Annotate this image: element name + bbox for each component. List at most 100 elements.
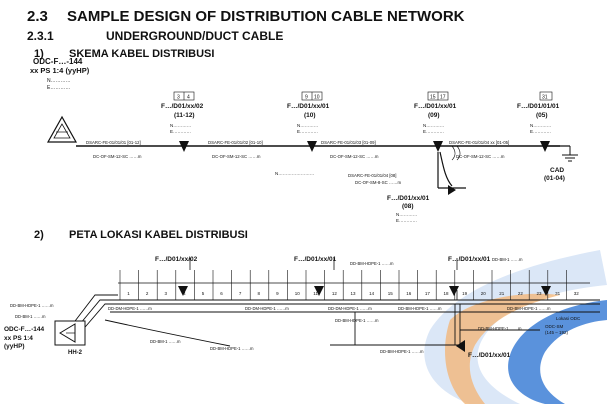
svg-text:E…………: E………… xyxy=(170,129,191,134)
svg-text:DD-BM-HDPE-1 ……m: DD-BM-HDPE-1 ……m xyxy=(398,306,442,311)
map-tap-4 xyxy=(541,286,551,296)
map-hh-label: HH-2 xyxy=(68,350,83,356)
map-tap-2 xyxy=(314,286,324,296)
svg-text:DD-BM-HDPE-1 ……m: DD-BM-HDPE-1 ……m xyxy=(10,303,54,308)
tap-symbol-1 xyxy=(179,141,189,152)
svg-text:E…………: E………… xyxy=(396,218,417,223)
house-number: 17 xyxy=(425,291,431,296)
tap3-name: F…/D01/xx/01 xyxy=(414,103,457,110)
svg-text:DD-BM-1 ……m: DD-BM-1 ……m xyxy=(150,339,181,344)
segment2-top: DSARC-FE-01/01/02 [01-10] xyxy=(208,140,263,145)
cad-sub: (01-04) xyxy=(544,175,565,182)
house-number: 1 xyxy=(127,291,130,296)
branch-tap-symbol xyxy=(448,185,456,195)
map-odc-title: ODC-F…-144 xyxy=(4,326,44,333)
subsection-title: UNDERGROUND/DUCT CABLE xyxy=(106,29,284,43)
house-number: 8 xyxy=(258,291,261,296)
svg-text:N…………: N………… xyxy=(530,123,551,128)
house-number: 9 xyxy=(276,291,279,296)
tap4-sub: (05) xyxy=(536,112,548,119)
tap1-sub: (11-12) xyxy=(174,112,195,119)
branch-node-name: F…/D01/xx/01 xyxy=(387,195,430,202)
svg-text:DD-BM-HDPE-1 ……m: DD-BM-HDPE-1 ……m xyxy=(507,306,551,311)
house-number: 32 xyxy=(574,291,580,296)
map-top-tap-1: F…/D01/xx/02 xyxy=(155,256,198,263)
distribution-schema: ODC-F…-144 xx PS 1:4 (yyHP) N………… E………… … xyxy=(30,57,578,223)
svg-text:N…………: N………… xyxy=(396,212,417,217)
branch-cable-bottom: DC-OF-SM-8-SC ……m xyxy=(355,180,401,185)
odc-sm-sub: (145 – 192) xyxy=(545,330,569,335)
svg-text:DD-BM-HDPE-1 ……m: DD-BM-HDPE-1 ……m xyxy=(478,326,522,331)
tap-symbol-2 xyxy=(307,141,317,152)
mid-n-label: N…………………… xyxy=(275,171,314,176)
house-number: 11 xyxy=(313,291,318,296)
segment3-top: DSARC-FE-01/01/03 [01-09] xyxy=(321,140,376,145)
branch-node-sub: (08) xyxy=(402,203,414,210)
part2-title: PETA LOKASI KABEL DISTRIBUSI xyxy=(69,229,248,241)
section-title: SAMPLE DESIGN OF DISTRIBUTION CABLE NETW… xyxy=(67,8,465,25)
location-map: F…/D01/xx/02 F…/D01/xx/01 F…/D01/xx/01 xyxy=(4,256,600,359)
tap3-port-a: 15 xyxy=(430,95,436,101)
subsection-number: 2.3.1 xyxy=(27,29,54,43)
svg-text:E…………: E………… xyxy=(297,129,318,134)
house-number: 3 xyxy=(165,291,168,296)
svg-text:DD-BM-HDPE-1 ……m: DD-BM-HDPE-1 ……m xyxy=(380,349,424,354)
map-tap-3 xyxy=(449,286,459,296)
tap1-port-a: 3 xyxy=(177,95,180,101)
svg-text:DD-BM-HDPE-1 ……m: DD-BM-HDPE-1 ……m xyxy=(210,346,254,351)
odc-title: ODC-F…-144 xyxy=(33,57,83,66)
house-number: 7 xyxy=(239,291,242,296)
tap-symbol-3 xyxy=(433,141,443,152)
map-bottom-tap xyxy=(456,340,465,352)
branch-cable-top: DSARC-FE-01/01/04 [08] xyxy=(348,173,396,178)
svg-text:DD-BM-1 ……m: DD-BM-1 ……m xyxy=(492,257,523,262)
part1-title: SKEMA KABEL DISTRIBUSI xyxy=(69,48,215,60)
house-number: 6 xyxy=(220,291,223,296)
part1-number: 1) xyxy=(34,48,44,60)
tap3-port-b: 17 xyxy=(440,95,446,101)
svg-text:N…………: N………… xyxy=(297,123,318,128)
svg-text:DD-BM-HDPE-1 ……m: DD-BM-HDPE-1 ……m xyxy=(350,261,394,266)
part2-number: 2) xyxy=(34,229,44,241)
house-number: 20 xyxy=(481,291,487,296)
house-number: 18 xyxy=(444,291,450,296)
odc-subtitle: xx PS 1:4 (yyHP) xyxy=(30,66,90,75)
tap3-sub: (09) xyxy=(428,112,440,119)
odc-e-label: E………… xyxy=(47,85,70,91)
house-number: 31 xyxy=(555,291,561,296)
map-odc-subtitle: xx PS 1:4 xyxy=(4,335,33,342)
tap1-name: F…/D01/xx/02 xyxy=(161,103,204,110)
tap2-port-b: 10 xyxy=(314,95,320,101)
map-top-tap-3: F…/D01/xx/01 xyxy=(448,256,491,263)
tap2-port-a: 9 xyxy=(305,95,308,101)
house-number: 22 xyxy=(518,291,524,296)
svg-text:E…………: E………… xyxy=(423,129,444,134)
svg-text:DD-BM-1 ……m: DD-BM-1 ……m xyxy=(15,314,46,319)
house-number: 10 xyxy=(295,291,301,296)
tap2-name: F…/D01/xx/01 xyxy=(287,103,330,110)
segment1-top: DSARC-FE-01/01/01 [01-12] xyxy=(86,140,141,145)
svg-text:N…………: N………… xyxy=(423,123,444,128)
svg-text:N…………: N………… xyxy=(170,123,191,128)
house-number: 16 xyxy=(406,291,412,296)
segment4-bottom: DC-OF-SM-12-SC ……m xyxy=(456,154,505,159)
house-number: 5 xyxy=(202,291,205,296)
branch-cable xyxy=(439,151,453,187)
map-tap-1 xyxy=(178,286,188,296)
segment2-bottom: DC-OF-SM-12-SC ……m xyxy=(212,154,261,159)
house-number: 23 xyxy=(537,291,543,296)
segment3-bottom: DC-OF-SM-12-SC ……m xyxy=(330,154,379,159)
tap4-name: F…/D01/01/01 xyxy=(517,103,560,110)
map-bottom-tap-label: F…/D01/xx/01 xyxy=(468,352,511,359)
svg-text:E…………: E………… xyxy=(530,129,551,134)
map-odc-subtitle2: (yyHP) xyxy=(4,343,25,350)
house-number: 14 xyxy=(369,291,375,296)
map-top-tap-2: F…/D01/xx/01 xyxy=(294,256,337,263)
house-number: 4 xyxy=(183,291,186,296)
odc-sm-label: ODC-SM xyxy=(545,324,563,329)
svg-text:DD-DM-HDPE-1 ……m: DD-DM-HDPE-1 ……m xyxy=(245,306,289,311)
house-number: 15 xyxy=(388,291,394,296)
odc-n-label: N………… xyxy=(47,78,71,84)
